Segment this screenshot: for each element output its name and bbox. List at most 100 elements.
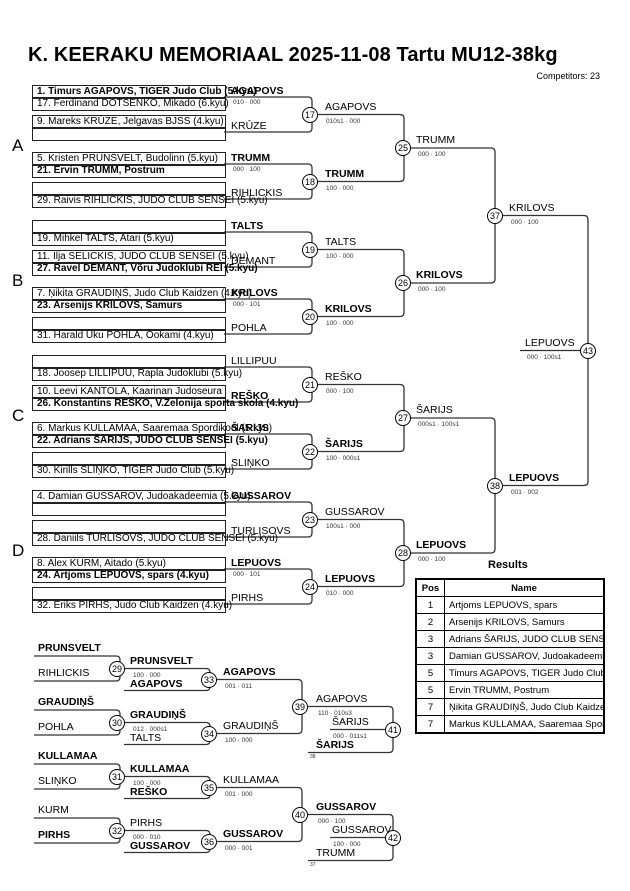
round1-upper-name[interactable]: GUSSAROV (231, 490, 292, 502)
entry-competitor[interactable]: 21. Ervin TRUMM, Postrum (37, 165, 165, 176)
match-number[interactable]: 25 (395, 140, 411, 156)
entry-competitor[interactable]: 5. Kristen PRUNSVELT, Budolinn (5.kyu) (37, 153, 219, 164)
round1-lower-name[interactable]: SLIŅKO (231, 457, 270, 469)
round1-lower-name[interactable]: RIHLICKIS (231, 187, 283, 199)
entry-competitor[interactable]: 18. Joosep LILLIPUU, Rapla Judoklubi (5.… (37, 368, 243, 379)
match-number[interactable]: 37 (487, 207, 503, 224)
match-number[interactable]: 38 (487, 477, 503, 494)
entry-competitor[interactable]: 23. Arsenijs KRILOVS, Samurs (37, 300, 183, 311)
round1-upper-name[interactable]: TALTS (231, 220, 264, 232)
repechage-opponent-name[interactable]: GUSSAROV (130, 839, 191, 852)
round1-lower-name[interactable]: DEMANT (231, 255, 276, 267)
round1-upper-name[interactable]: ŠARIJS (231, 422, 269, 434)
entry-competitor[interactable]: 19. Mihkel TALTS, Atari (5.kyu) (37, 233, 174, 244)
entry-competitor[interactable]: 4. Damian GUSSAROV, Judoakadeemia (5.kyu… (37, 491, 251, 502)
match-number[interactable]: 22 (302, 443, 318, 460)
repechage-winner-name[interactable]: PIRHS (130, 816, 163, 829)
match-number[interactable]: 40 (292, 806, 308, 823)
match-number[interactable]: 18 (302, 173, 318, 190)
round1-lower-name[interactable]: TURLISOVS (231, 525, 291, 537)
repechage-upper-name[interactable]: GRAUDIŅŠ (38, 696, 95, 708)
entry-competitor[interactable]: 30. Kirills SLIŅKO, TIGER Judo Club (5.k… (37, 465, 235, 476)
entry-competitor[interactable]: 29. Raivis RIHLICKIS, JUDO CLUB SENSEI (… (37, 195, 268, 206)
entry-competitor[interactable]: 31. Harald Uku POHLA, Ookami (4.kyu) (37, 330, 214, 341)
bronze-opponent-name[interactable]: TRUMM (316, 846, 356, 859)
entry-competitor[interactable]: 26. Konstantins REŠKO, V.Zelonija sporta… (37, 398, 299, 409)
match-winner-name[interactable]: LEPUOVS (416, 539, 467, 551)
match-number[interactable]: 42 (385, 829, 401, 846)
entry-competitor[interactable]: 10. Leevi KANTOLA, Kaarinan Judoseura (37, 386, 222, 397)
repechage-lower-name[interactable]: PIRHS (38, 829, 71, 841)
repechage-upper-name[interactable]: PRUNSVELT (38, 642, 101, 654)
repechage-lower-name[interactable]: RIHLICKIS (38, 667, 90, 679)
match-number[interactable]: 33 (201, 671, 217, 688)
match-number[interactable]: 24 (302, 578, 318, 595)
round1-lower-name[interactable]: POHLA (231, 322, 267, 334)
round1-lower-name[interactable]: REŠKO (231, 390, 269, 402)
match-number[interactable]: 21 (302, 376, 318, 393)
repechage-opponent-name[interactable]: AGAPOVS (130, 677, 183, 690)
repechage-winner-name[interactable]: KULLAMAA (223, 773, 280, 786)
entry-competitor[interactable]: 24. Artjoms LEPUOVS, spars (4.kyu) (37, 570, 209, 581)
match-number[interactable]: 26 (395, 275, 411, 291)
repechage-winner-name[interactable]: GUSSAROV (223, 827, 284, 840)
match-winner-name[interactable]: ŠARIJS (325, 437, 363, 450)
repechage-winner-name[interactable]: AGAPOVS (223, 665, 276, 678)
entry-competitor[interactable]: 28. Daniils TURLISOVS, JUDO CLUB SENSEI … (37, 533, 278, 544)
repechage-winner-name[interactable]: AGAPOVS (316, 692, 368, 705)
round1-lower-name[interactable]: KRŪZE (231, 120, 267, 132)
match-winner-name[interactable]: LEPUOVS (325, 572, 376, 585)
match-number[interactable]: 35 (201, 779, 217, 796)
match-number[interactable]: 34 (201, 725, 217, 742)
entry-competitor[interactable]: 6. Markus KULLAMAA, Saaremaa Spordikool … (37, 423, 273, 434)
repechage-winner-name[interactable]: PRUNSVELT (130, 654, 193, 667)
match-number[interactable]: 32 (109, 822, 125, 839)
repechage-opponent-name[interactable]: REŠKO (130, 785, 168, 798)
match-winner-name[interactable]: KRILOVS (325, 302, 372, 315)
champion-name[interactable]: LEPUOVS (525, 336, 575, 349)
match-winner-name[interactable]: LEPUOVS (509, 471, 560, 484)
entry-competitor[interactable]: 9. Mareks KRŪZE, Jelgavas BJSS (4.kyu) (37, 116, 224, 127)
repechage-upper-name[interactable]: KURM (38, 804, 69, 816)
match-number[interactable]: 39 (292, 698, 308, 715)
round1-lower-name[interactable]: PIRHS (231, 592, 264, 604)
round1-upper-name[interactable]: AGAPOVS (231, 85, 284, 97)
match-number[interactable]: 28 (395, 545, 411, 561)
repechage-upper-name[interactable]: KULLAMAA (38, 750, 98, 762)
match-winner-name[interactable]: AGAPOVS (325, 100, 377, 113)
bronze-winner-name[interactable]: ŠARIJS (332, 715, 369, 728)
entry-competitor[interactable]: 22. Adrians ŠARIJS, JUDO CLUB SENSEI (5.… (37, 435, 268, 446)
round1-upper-name[interactable]: TRUMM (231, 152, 271, 164)
match-winner-name[interactable]: TALTS (325, 235, 357, 248)
match-number[interactable]: 43 (580, 342, 596, 359)
match-number[interactable]: 29 (109, 660, 125, 677)
repechage-lower-name[interactable]: SLIŅKO (38, 775, 77, 787)
repechage-winner-name[interactable]: GRAUDIŅŠ (223, 719, 279, 732)
match-number[interactable]: 19 (302, 241, 318, 258)
entry-competitor[interactable]: 1. Timurs AGAPOVS, TIGER Judo Club (5.ky… (37, 86, 257, 97)
repechage-opponent-name[interactable]: TALTS (130, 731, 162, 744)
round1-upper-name[interactable]: KRILOVS (231, 287, 278, 299)
repechage-lower-name[interactable]: POHLA (38, 721, 74, 733)
match-number[interactable]: 20 (302, 308, 318, 325)
match-number[interactable]: 27 (395, 410, 411, 426)
match-winner-name[interactable]: KRILOVS (416, 269, 463, 281)
match-number[interactable]: 36 (201, 833, 217, 850)
entry-competitor[interactable]: 11. Ilja SELICKIS, JUDO CLUB SENSEI (5.k… (37, 251, 249, 262)
match-winner-name[interactable]: KRILOVS (509, 201, 555, 214)
entry-competitor[interactable]: 27. Ravel DEMANT, Võru Judoklubi REI (5.… (37, 263, 258, 274)
entry-competitor[interactable]: 8. Alex KURM, Aitado (5.kyu) (37, 558, 166, 569)
entry-competitor[interactable]: 32. Eriks PIRHS, Judo Club Kaidzen (4.ky… (37, 600, 233, 611)
repechage-winner-name[interactable]: GRAUDIŅŠ (130, 708, 187, 721)
round1-upper-name[interactable]: LEPUOVS (231, 557, 282, 569)
entry-competitor[interactable]: 7. Ņikita GRAUDIŅŠ, Judo Club Kaidzen (4… (37, 288, 252, 299)
bronze-winner-name[interactable]: GUSSAROV (332, 823, 392, 836)
match-number[interactable]: 23 (302, 511, 318, 528)
match-number[interactable]: 17 (302, 106, 318, 123)
match-winner-name[interactable]: GUSSAROV (325, 505, 385, 518)
match-number[interactable]: 31 (109, 768, 125, 785)
match-winner-name[interactable]: TRUMM (416, 134, 456, 146)
match-number[interactable]: 41 (385, 721, 401, 738)
repechage-winner-name[interactable]: GUSSAROV (316, 800, 377, 813)
entry-competitor[interactable]: 17. Ferdinand DOTSENKO, Mikado (6.kyu) (37, 98, 229, 109)
